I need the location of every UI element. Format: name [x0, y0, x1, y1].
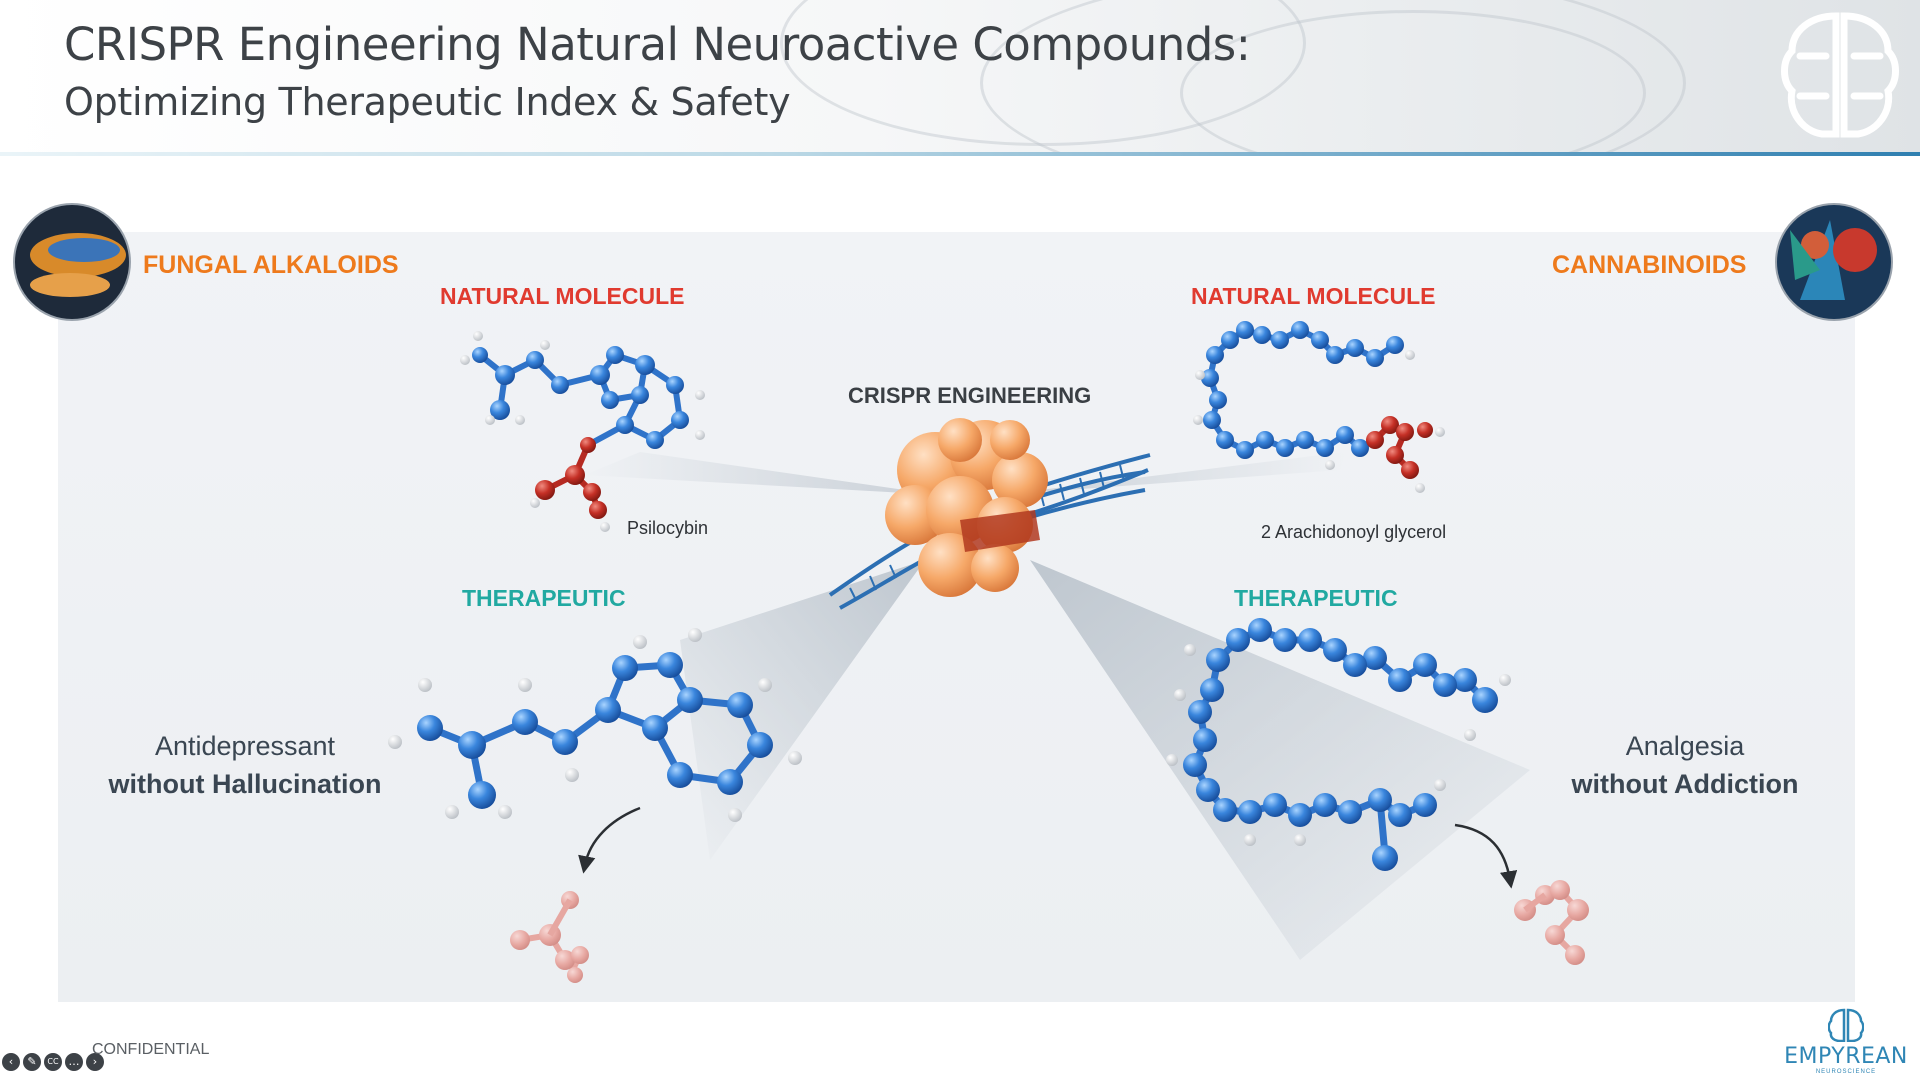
- beam-to-therapeutic-left: [680, 560, 925, 860]
- effect-left: Antidepressant without Hallucination: [95, 727, 395, 803]
- removed-group-left-icon: [510, 891, 589, 983]
- cas9-protein-icon: [885, 418, 1048, 597]
- cannabis-photo-icon: [1775, 203, 1893, 321]
- removed-group-right-icon: [1514, 880, 1589, 965]
- effect-left-line2: without Hallucination: [108, 769, 382, 799]
- next-icon[interactable]: ›: [86, 1053, 104, 1071]
- therapeutic-right-molecule-icon: [1166, 618, 1511, 871]
- psilocybin-molecule-icon: [460, 331, 705, 532]
- empyrean-brain-icon: [1828, 1008, 1864, 1042]
- header-texture: [980, 0, 1686, 156]
- category-cannabinoids: CANNABINOIDS: [1552, 251, 1747, 279]
- effect-right-line1: Analgesia: [1625, 731, 1745, 761]
- beam-to-natural-right: [1000, 452, 1345, 495]
- removal-arrow-left: [578, 806, 641, 874]
- slide-subtitle: Optimizing Therapeutic Index & Safety: [64, 80, 791, 124]
- empyrean-brand: EMPYREAN NEUROSCIENCE: [1774, 1008, 1918, 1075]
- header-texture: [1180, 10, 1646, 156]
- beam-to-natural-left: [585, 452, 940, 495]
- molecule-name-psilocybin: Psilocybin: [627, 518, 709, 538]
- confidential-label: CONFIDENTIAL: [92, 1041, 210, 1058]
- content-panel: [58, 232, 1855, 1002]
- therapeutic-left-molecule-icon: [388, 628, 802, 822]
- captions-icon[interactable]: CC: [44, 1053, 62, 1071]
- natural-molecule-label-right: NATURAL MOLECULE: [1191, 283, 1436, 309]
- pen-icon[interactable]: ✎: [23, 1053, 41, 1071]
- natural-molecule-label-left: NATURAL MOLECULE: [440, 283, 685, 309]
- effect-right-line2: without Addiction: [1571, 769, 1799, 799]
- brand-subtitle: NEUROSCIENCE: [1815, 1069, 1877, 1075]
- more-icon[interactable]: …: [65, 1053, 83, 1071]
- molecule-name-2ag: 2 Arachidonoyl glycerol: [1261, 522, 1447, 542]
- effect-right: Analgesia without Addiction: [1535, 727, 1835, 803]
- removal-arrow-right: [1454, 823, 1518, 889]
- slideshow-controls: ‹ ✎ CC … ›: [2, 1053, 104, 1071]
- category-fungal-alkaloids: FUNGAL ALKALOIDS: [143, 251, 399, 279]
- therapeutic-label-left: THERAPEUTIC: [462, 585, 626, 611]
- mushroom-photo-icon: [13, 203, 131, 321]
- prev-icon[interactable]: ‹: [2, 1053, 20, 1071]
- arachidonoyl-glycerol-molecule-icon: [1193, 321, 1445, 493]
- therapeutic-label-right: THERAPEUTIC: [1234, 585, 1398, 611]
- effect-left-line1: Antidepressant: [154, 731, 336, 761]
- brand-name: EMPYREAN: [1784, 1044, 1908, 1069]
- slide-header: CRISPR Engineering Natural Neuroactive C…: [0, 0, 1920, 156]
- beam-to-therapeutic-right: [1030, 560, 1530, 960]
- brain-logo-icon: [1781, 12, 1899, 138]
- crispr-engineering-label: CRISPR ENGINEERING: [848, 383, 1092, 408]
- slide-title: CRISPR Engineering Natural Neuroactive C…: [64, 18, 1251, 71]
